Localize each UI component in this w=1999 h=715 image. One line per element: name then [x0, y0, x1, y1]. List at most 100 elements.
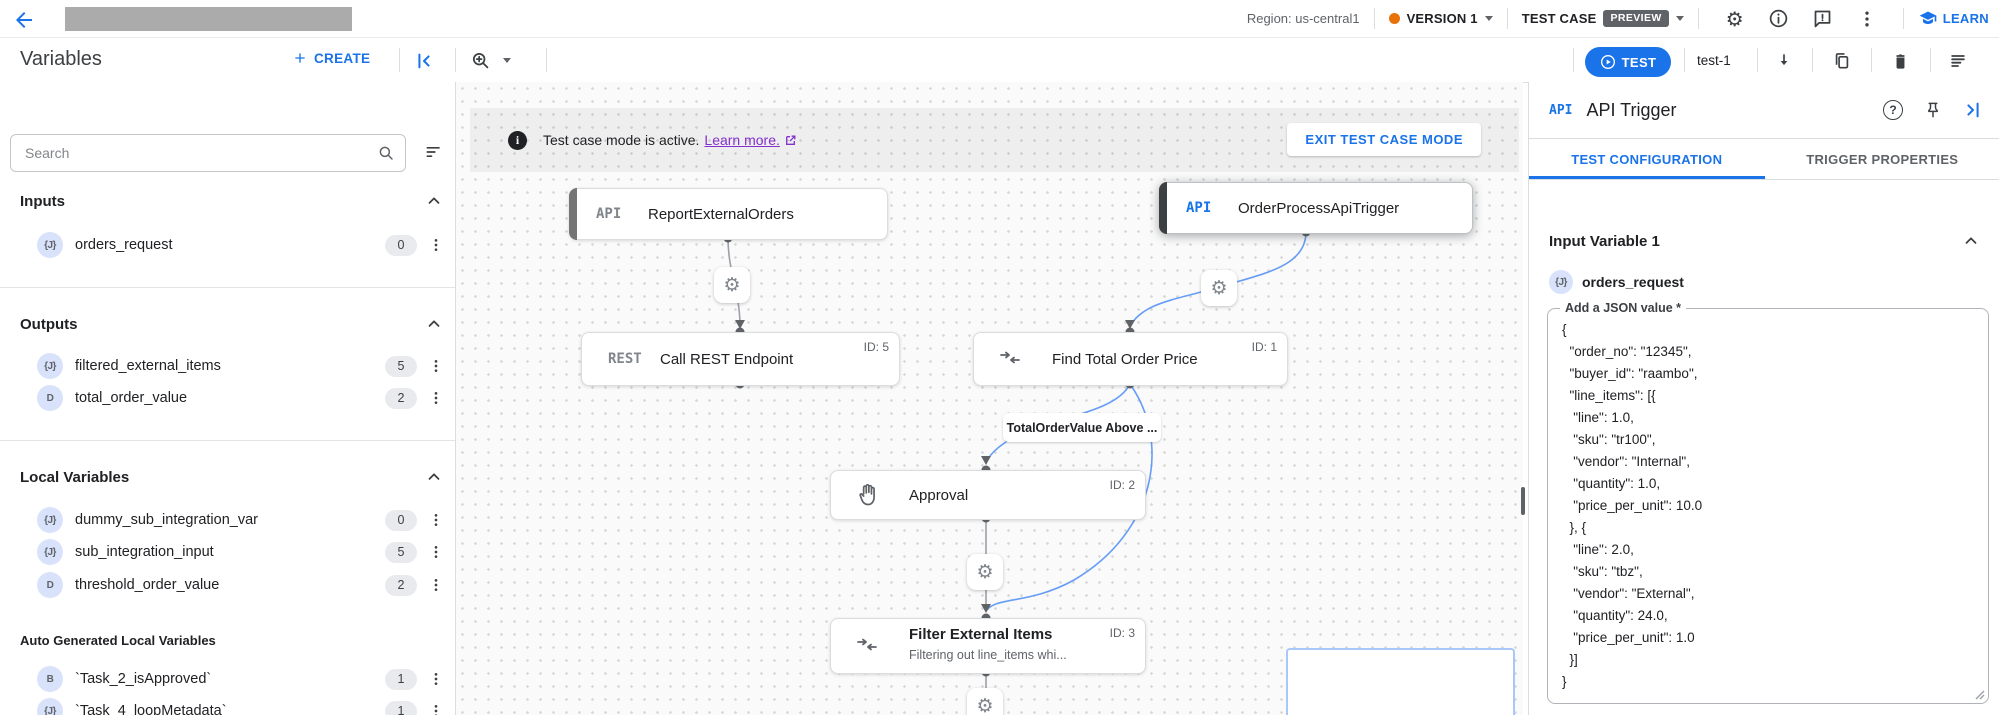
variable-type-icon: {J}	[37, 539, 63, 565]
edge-gear-icon[interactable]: ⚙	[967, 554, 1003, 590]
search-icon	[377, 144, 395, 162]
variable-count-badge: 0	[385, 509, 417, 531]
kebab-menu-icon[interactable]	[425, 234, 447, 256]
variable-row[interactable]: D threshold_order_value 2	[0, 568, 455, 602]
edge-gear-icon[interactable]: ⚙	[967, 688, 1003, 715]
chevron-up-icon[interactable]	[425, 468, 443, 486]
version-status-dot	[1388, 13, 1400, 24]
node-approval[interactable]: Approval ID: 2	[830, 470, 1146, 520]
copy-icon[interactable]	[1829, 48, 1855, 74]
chevron-up-icon[interactable]	[425, 192, 443, 210]
redacted-title-block	[65, 7, 352, 31]
node-id: ID: 2	[1109, 478, 1135, 492]
data-mapping-merge-icon	[998, 347, 1022, 371]
tab-test-configuration[interactable]: TEST CONFIGURATION	[1529, 139, 1765, 179]
search-field	[10, 134, 406, 172]
sort-filter-icon[interactable]	[424, 142, 444, 162]
api-badge: API	[596, 206, 622, 222]
kebab-menu-icon[interactable]	[425, 668, 447, 690]
variables-toolbar: Variables CREATE TEST test-1	[0, 38, 1999, 83]
chevron-down-icon	[1675, 16, 1684, 21]
app-bar: Region: us-central1 VERSION 1 TEST CASE …	[0, 0, 1999, 38]
json-value-input[interactable]: { "order_no": "12345", "buyer_id": "raam…	[1548, 309, 1988, 703]
tab-trigger-properties[interactable]: TRIGGER PROPERTIES	[1806, 151, 1959, 167]
variable-count-badge: 2	[385, 574, 417, 596]
variables-sidebar: Inputs {J} orders_request 0 Outputs {J} …	[0, 82, 456, 715]
task-list-icon[interactable]	[1945, 48, 1971, 74]
variable-type-icon: B	[37, 666, 63, 692]
kebab-menu-icon[interactable]	[425, 355, 447, 377]
learn-link[interactable]: LEARN	[1918, 9, 1989, 29]
kebab-menu-icon[interactable]	[1855, 7, 1879, 31]
kebab-menu-icon[interactable]	[425, 387, 447, 409]
variable-row[interactable]: {J} sub_integration_input 5	[0, 535, 455, 569]
test-button[interactable]: TEST	[1585, 47, 1671, 77]
node-id: ID: 3	[1109, 626, 1135, 640]
variable-row[interactable]: B `Task_2_isApproved` 1	[0, 662, 455, 696]
resize-grip-icon[interactable]	[1973, 688, 1985, 700]
kebab-menu-icon[interactable]	[425, 700, 447, 715]
node-accent-bar	[1159, 182, 1167, 234]
api-badge: API	[1186, 200, 1212, 216]
node-placeholder-outline[interactable]	[1286, 648, 1515, 715]
node-order-process-api-trigger[interactable]: API OrderProcessApiTrigger	[1159, 182, 1473, 234]
variable-type-icon: D	[37, 572, 63, 598]
variable-row[interactable]: {J} dummy_sub_integration_var 0	[0, 503, 455, 537]
test-case-banner: i Test case mode is active. Learn more. …	[470, 108, 1519, 172]
preview-badge: PREVIEW	[1603, 10, 1669, 27]
collapse-left-panel-icon[interactable]	[411, 48, 437, 74]
chevron-up-icon[interactable]	[425, 315, 443, 333]
chevron-down-icon	[1484, 16, 1493, 21]
variable-row[interactable]: {J} orders_request 0	[0, 228, 455, 262]
region-label: Region: us-central1	[1246, 11, 1360, 26]
node-find-total-order-price[interactable]: Find Total Order Price ID: 1	[973, 332, 1288, 386]
back-arrow-icon[interactable]	[12, 8, 36, 32]
collapse-right-panel-icon[interactable]	[1960, 97, 1986, 123]
chevron-up-icon[interactable]	[1962, 232, 1980, 250]
variable-type-icon: {J}	[37, 507, 63, 533]
kebab-menu-icon[interactable]	[425, 541, 447, 563]
exit-test-case-mode-button[interactable]: EXIT TEST CASE MODE	[1287, 123, 1481, 156]
node-accent-bar	[569, 188, 577, 240]
external-link-icon	[785, 135, 796, 145]
variable-row[interactable]: D total_order_value 2	[0, 381, 455, 415]
pin-icon[interactable]	[1920, 97, 1946, 123]
chevron-down-icon[interactable]	[503, 58, 511, 63]
edge-gear-icon[interactable]: ⚙	[714, 267, 750, 303]
variable-type-icon: D	[37, 385, 63, 411]
variable-row[interactable]: {J} filtered_external_items 5	[0, 349, 455, 383]
variable-row[interactable]: {J} `Task_4_loopMetadata` 1	[0, 694, 455, 715]
feedback-icon[interactable]	[1811, 7, 1835, 31]
node-subtitle: Filtering out line_items whi...	[909, 648, 1067, 662]
kebab-menu-icon[interactable]	[425, 509, 447, 531]
data-mapping-merge-icon	[855, 634, 879, 658]
workflow-canvas[interactable]: i Test case mode is active. Learn more. …	[456, 82, 1523, 715]
info-icon[interactable]	[1767, 7, 1791, 31]
play-icon	[1600, 55, 1615, 69]
input-variable: {J} orders_request	[1549, 270, 1684, 294]
zoom-control-icon[interactable]	[468, 48, 494, 74]
plus-icon	[295, 53, 305, 63]
panel-title: API Trigger	[1586, 99, 1677, 120]
download-icon[interactable]	[1771, 48, 1797, 74]
node-id: ID: 1	[1251, 340, 1277, 354]
json-value-field: Add a JSON value * { "order_no": "12345"…	[1547, 301, 1989, 704]
node-filter-external-items[interactable]: Filter External Items Filtering out line…	[830, 618, 1146, 674]
approval-hand-icon	[855, 482, 881, 508]
edge-gear-icon[interactable]: ⚙	[1201, 270, 1237, 306]
learn-school-icon	[1919, 11, 1937, 24]
version-selector[interactable]: VERSION 1	[1388, 11, 1493, 26]
variable-type-icon: {J}	[1549, 270, 1573, 294]
node-report-external-orders[interactable]: API ReportExternalOrders	[569, 188, 888, 240]
kebab-menu-icon[interactable]	[425, 574, 447, 596]
search-input[interactable]	[11, 145, 377, 161]
settings-gear-icon[interactable]: ⚙	[1725, 6, 1744, 31]
node-call-rest-endpoint[interactable]: REST Call REST Endpoint ID: 5	[581, 332, 900, 386]
delete-trash-icon[interactable]	[1887, 48, 1913, 74]
help-icon[interactable]: ?	[1880, 97, 1906, 123]
create-variable-button[interactable]: CREATE	[292, 50, 370, 66]
test-case-selector[interactable]: TEST CASE PREVIEW	[1522, 10, 1684, 27]
learn-more-link[interactable]: Learn more.	[704, 132, 796, 148]
panel-resize-handle[interactable]	[1521, 487, 1525, 515]
